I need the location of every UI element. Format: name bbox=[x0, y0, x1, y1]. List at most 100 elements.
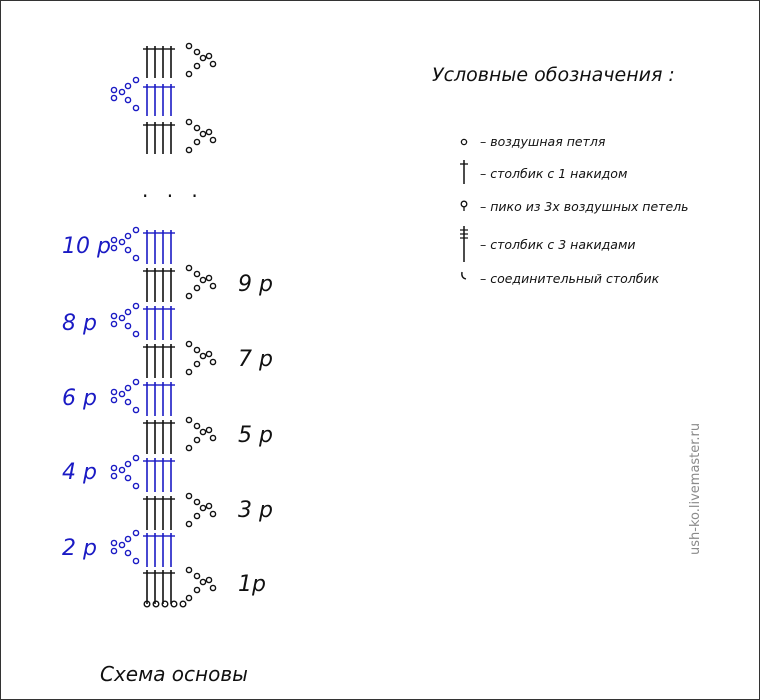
legend-item-chain: – воздушная петля bbox=[480, 134, 606, 149]
chain-loop bbox=[199, 428, 207, 436]
legend-item-picot: – пико из 3х воздушных петель bbox=[480, 199, 689, 214]
chain-loop bbox=[124, 96, 132, 104]
chain-loop bbox=[185, 340, 193, 348]
triple-treble-icon bbox=[460, 226, 468, 262]
chain-loop bbox=[199, 504, 207, 512]
row-label-1: 1р bbox=[238, 572, 266, 597]
chain-loop bbox=[110, 320, 118, 328]
even-row-stitches bbox=[143, 382, 175, 416]
row-label-6: 6 р bbox=[62, 386, 97, 411]
chain-loop bbox=[209, 358, 217, 366]
odd-row-stitches bbox=[143, 420, 175, 454]
chain-loop bbox=[185, 416, 193, 424]
chain-loop bbox=[124, 384, 132, 392]
chain-loop bbox=[110, 236, 118, 244]
chain-loop bbox=[185, 444, 193, 452]
chain-loop bbox=[193, 138, 201, 146]
odd-row-stitches bbox=[143, 570, 175, 604]
chain-loop bbox=[205, 426, 213, 434]
chain-loop bbox=[193, 62, 201, 70]
chain-loop bbox=[124, 246, 132, 254]
chain-loop bbox=[209, 434, 217, 442]
chain-loop bbox=[132, 76, 140, 84]
chain-loop bbox=[185, 492, 193, 500]
foundation-chain-stitch bbox=[161, 600, 169, 608]
chain-loop bbox=[110, 472, 118, 480]
chain-loop bbox=[124, 322, 132, 330]
row-label-3: 3 р bbox=[238, 498, 273, 523]
chain-loop bbox=[110, 244, 118, 252]
row-label-4: 4 р bbox=[62, 460, 97, 485]
diagram-caption: Схема основы bbox=[100, 662, 248, 686]
chain-loop bbox=[209, 510, 217, 518]
chain-loop bbox=[193, 284, 201, 292]
top-black-row-2 bbox=[143, 122, 175, 154]
chain-loop bbox=[205, 350, 213, 358]
chain-loop bbox=[132, 330, 140, 338]
chain-loop bbox=[132, 254, 140, 262]
chain-loop bbox=[110, 94, 118, 102]
foundation-chain-stitch bbox=[152, 600, 160, 608]
chain-loop bbox=[124, 232, 132, 240]
top-blue-row bbox=[143, 84, 175, 116]
chain-loop bbox=[110, 312, 118, 320]
odd-row-stitches bbox=[143, 344, 175, 378]
chain-loop bbox=[124, 474, 132, 482]
chain-loop bbox=[132, 557, 140, 565]
chain-loop bbox=[124, 460, 132, 468]
chain-loop bbox=[199, 578, 207, 586]
even-row-stitches bbox=[143, 230, 175, 264]
chain-loop bbox=[185, 566, 193, 574]
chain-loop bbox=[205, 52, 213, 60]
chain-loop bbox=[209, 584, 217, 592]
chain-loop bbox=[185, 42, 193, 50]
chain-loop bbox=[193, 572, 201, 580]
double-crochet-icon bbox=[460, 160, 468, 184]
legend-item-double-crochet: – столбик с 1 накидом bbox=[480, 166, 628, 181]
continuation-ellipsis: . . . bbox=[142, 178, 204, 202]
chain-loop bbox=[110, 547, 118, 555]
chain-loop bbox=[118, 238, 126, 246]
chain-loop bbox=[132, 302, 140, 310]
foundation-chain-stitch bbox=[170, 600, 178, 608]
row-label-10: 10 р bbox=[62, 234, 111, 259]
slip-stitch-icon bbox=[461, 271, 467, 280]
chain-loop bbox=[118, 466, 126, 474]
watermark: ush-ko.livemaster.ru bbox=[688, 422, 703, 555]
chain-loop bbox=[110, 86, 118, 94]
picot-icon bbox=[460, 200, 468, 211]
chain-loop bbox=[193, 422, 201, 430]
chain-loop bbox=[132, 104, 140, 112]
chain-loop bbox=[199, 54, 207, 62]
chain-loop bbox=[132, 529, 140, 537]
chain-loop bbox=[193, 586, 201, 594]
odd-row-stitches bbox=[143, 268, 175, 302]
chain-loop bbox=[205, 502, 213, 510]
legend-item-triple-treble: – столбик с 3 накидами bbox=[480, 237, 636, 252]
chain-loop bbox=[132, 226, 140, 234]
row-label-9: 9 р bbox=[238, 272, 273, 297]
chain-loop bbox=[193, 270, 201, 278]
chain-loop bbox=[124, 82, 132, 90]
chain-loop bbox=[132, 378, 140, 386]
chain-loop bbox=[209, 60, 217, 68]
chain-loop bbox=[185, 118, 193, 126]
chain-loop bbox=[118, 314, 126, 322]
chain-loop bbox=[193, 436, 201, 444]
chain-stitch-icon bbox=[460, 138, 468, 146]
chain-loop bbox=[193, 124, 201, 132]
even-row-stitches bbox=[143, 533, 175, 567]
odd-row-stitches bbox=[143, 496, 175, 530]
row-label-7: 7 р bbox=[238, 347, 273, 372]
foundation-chain-stitch bbox=[179, 600, 187, 608]
chain-loop bbox=[185, 264, 193, 272]
foundation-chain-stitch bbox=[143, 600, 151, 608]
chain-loop bbox=[185, 520, 193, 528]
chain-loop bbox=[209, 136, 217, 144]
chain-loop bbox=[132, 482, 140, 490]
legend-title: Условные обозначения : bbox=[432, 64, 675, 86]
chain-loop bbox=[118, 541, 126, 549]
chain-loop bbox=[205, 576, 213, 584]
chain-loop bbox=[118, 88, 126, 96]
